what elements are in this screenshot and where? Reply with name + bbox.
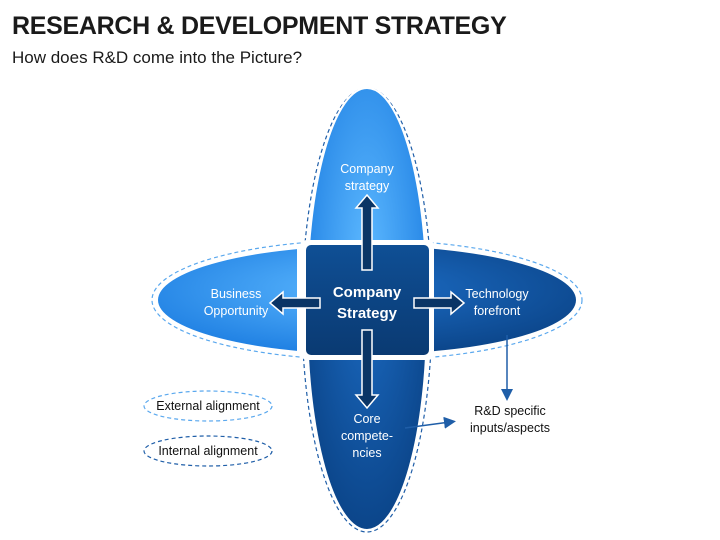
top-petal <box>307 87 427 247</box>
center-square <box>306 245 429 355</box>
bottom-petal <box>307 357 427 531</box>
arrow-up <box>354 193 380 271</box>
legend-internal-label: Internal alignment <box>158 444 258 458</box>
right-label-line1: Technology <box>465 287 529 301</box>
rd-inputs-line2: inputs/aspects <box>470 421 550 435</box>
left-petal <box>156 247 297 353</box>
page-title: RESEARCH & DEVELOPMENT STRATEGY <box>12 12 507 40</box>
rd-inputs-line1: R&D specific <box>474 404 546 418</box>
legend-external-swatch <box>143 390 273 422</box>
left-label-line2: Opportunity <box>204 304 269 318</box>
connector-right-arrow <box>404 416 456 429</box>
center-label-line1: Company <box>333 284 402 301</box>
center-label-line2: Strategy <box>337 305 398 322</box>
right-label-line2: forefront <box>474 304 521 318</box>
top-label-line2: strategy <box>345 179 390 193</box>
page-subtitle: How does R&D come into the Picture? <box>12 48 303 67</box>
bottom-label-line1: Core <box>353 412 380 426</box>
top-label-line1: Company <box>340 162 394 176</box>
left-label-line1: Business <box>211 287 262 301</box>
legend-internal-swatch <box>143 435 273 467</box>
bottom-label-line3: ncies <box>352 446 381 460</box>
right-petal <box>433 246 578 354</box>
legend-external-label: External alignment <box>156 399 260 413</box>
arrow-left <box>268 290 321 316</box>
four-way-arrows <box>268 193 466 410</box>
arrow-right <box>413 290 466 316</box>
bottom-label-line2: compete- <box>341 429 393 443</box>
arrow-down <box>354 329 380 410</box>
